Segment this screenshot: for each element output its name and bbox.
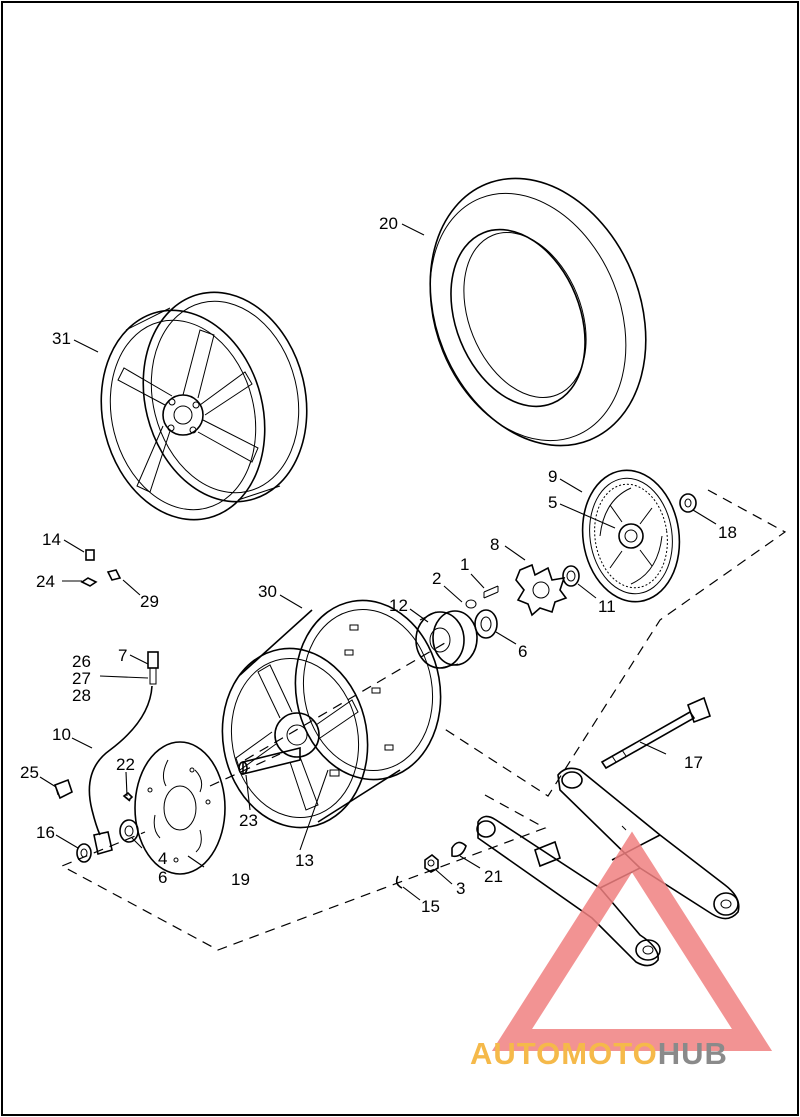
watermark-logo: AUTOMOTOHUB [470,831,773,1071]
callout-1: 1 [460,555,469,574]
callout-9: 9 [548,467,557,486]
watermark-text-primary: AUTOMOTO [470,1036,658,1071]
front-wheel-illustration [100,291,308,521]
callout-25: 25 [20,763,39,782]
callout-4: 4 [158,849,167,868]
watermark-triangle [491,831,773,1051]
hub-parts-illustration [415,563,580,669]
tire-illustration [429,177,647,447]
callout-14: 14 [42,530,61,549]
callout-26: 26 [72,652,91,671]
callout-5: 5 [548,493,557,512]
callout-19: 19 [231,870,250,889]
sensor-cable-illustration [53,651,159,856]
brake-disc-illustration [76,741,226,875]
callout-23: 23 [239,811,258,830]
callout-13: 13 [295,851,314,870]
callout-17: 17 [684,753,703,772]
svg-text:AUTOMOTOHUB: AUTOMOTOHUB [470,1036,728,1071]
callout-21: 21 [484,867,503,886]
callout-28: 28 [72,686,91,705]
callout-15: 15 [421,897,440,916]
callout-8: 8 [490,535,499,554]
axle-illustration [600,696,712,770]
callout-31: 31 [52,329,71,348]
callout-18: 18 [718,523,737,542]
callout-leaders [39,223,717,901]
callout-16: 16 [36,823,55,842]
callout-10: 10 [52,725,71,744]
callout-3: 3 [456,879,465,898]
pulley-illustration [581,469,697,603]
callout-29: 29 [140,592,159,611]
callout-labels: 31 20 9 5 18 8 1 2 11 12 6 30 14 24 29 7… [20,214,737,916]
callout-2: 2 [432,569,441,588]
watermark-text-secondary: HUB [658,1036,728,1071]
callout-11: 11 [598,597,616,616]
callout-6-hub: 6 [518,642,527,661]
swingarm-illustration [476,767,740,967]
callout-24: 24 [36,572,55,591]
rear-wheel-illustration [221,599,442,829]
callout-27: 27 [72,669,91,688]
callout-7: 7 [118,646,127,665]
callout-12: 12 [389,596,408,615]
assembly-dashed-lines [60,489,787,951]
callout-6-disc: 6 [158,868,167,887]
callout-22: 22 [116,755,135,774]
callout-30: 30 [258,582,277,601]
callout-20: 20 [379,214,398,233]
